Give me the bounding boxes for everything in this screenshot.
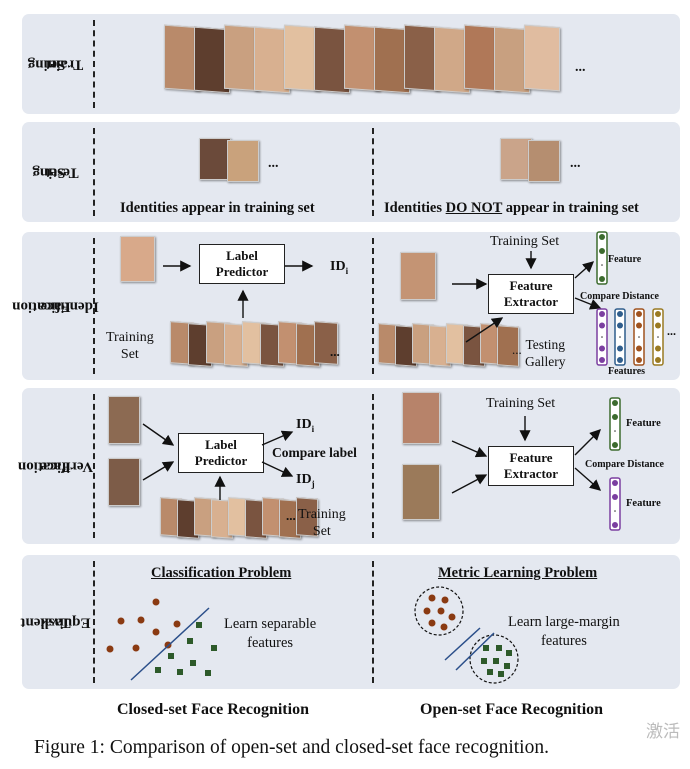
test-face	[199, 138, 231, 180]
ellipsis: ...	[512, 342, 522, 357]
ellipsis: ...	[575, 60, 586, 75]
divider-center	[372, 394, 374, 538]
left-caption: Identities appear in training set	[120, 200, 315, 216]
classification-title: Classification Problem	[151, 565, 292, 581]
watermark: 激活	[646, 722, 680, 742]
probe-face-right	[400, 252, 436, 300]
divider-center	[372, 238, 374, 374]
test-face	[528, 140, 560, 182]
compare-distance-label: Compare Distance	[580, 291, 659, 302]
right-training-set-label: Training Set	[490, 234, 560, 249]
test-face	[227, 140, 259, 182]
id-output: IDi	[330, 259, 349, 276]
figure-caption: Figure 1: Comparison of open-set and clo…	[34, 737, 549, 758]
feature-top-label: Feature	[626, 418, 661, 429]
id-j-label: IDj	[296, 472, 315, 489]
divider	[93, 20, 95, 108]
verify-face-b	[108, 458, 140, 506]
right-caption: Identities DO NOT appear in training set	[384, 200, 639, 216]
id-i-label: IDi	[296, 417, 315, 434]
features-label: Features	[608, 366, 646, 377]
right-training-set-label: Training Set	[486, 396, 556, 411]
divider-center	[372, 128, 374, 216]
open-set-label: Open-set Face Recognition	[420, 701, 604, 718]
ellipsis: ...	[268, 156, 279, 171]
verify-face-right-b	[402, 464, 440, 520]
divider	[93, 394, 95, 538]
compare-label: Compare label	[272, 445, 357, 460]
verify-face-right-a	[402, 392, 440, 444]
closed-set-label: Closed-set Face Recognition	[117, 701, 309, 718]
face-thumbnail	[524, 24, 560, 92]
divider	[93, 128, 95, 216]
divider	[93, 238, 95, 374]
ellipsis: ...	[286, 508, 296, 523]
compare-distance-label: Compare Distance	[585, 459, 664, 470]
ellipsis: ...	[570, 156, 581, 171]
divider-center	[372, 561, 374, 683]
ellipsis: ...	[667, 324, 676, 338]
divider	[93, 561, 95, 683]
feature-label: Feature	[608, 254, 642, 265]
verify-face-a	[108, 396, 140, 444]
test-face	[500, 138, 532, 180]
feature-bottom-label: Feature	[626, 498, 661, 509]
probe-face	[120, 236, 155, 282]
metric-learning-title: Metric Learning Problem	[438, 565, 598, 581]
ellipsis: ...	[330, 344, 340, 359]
